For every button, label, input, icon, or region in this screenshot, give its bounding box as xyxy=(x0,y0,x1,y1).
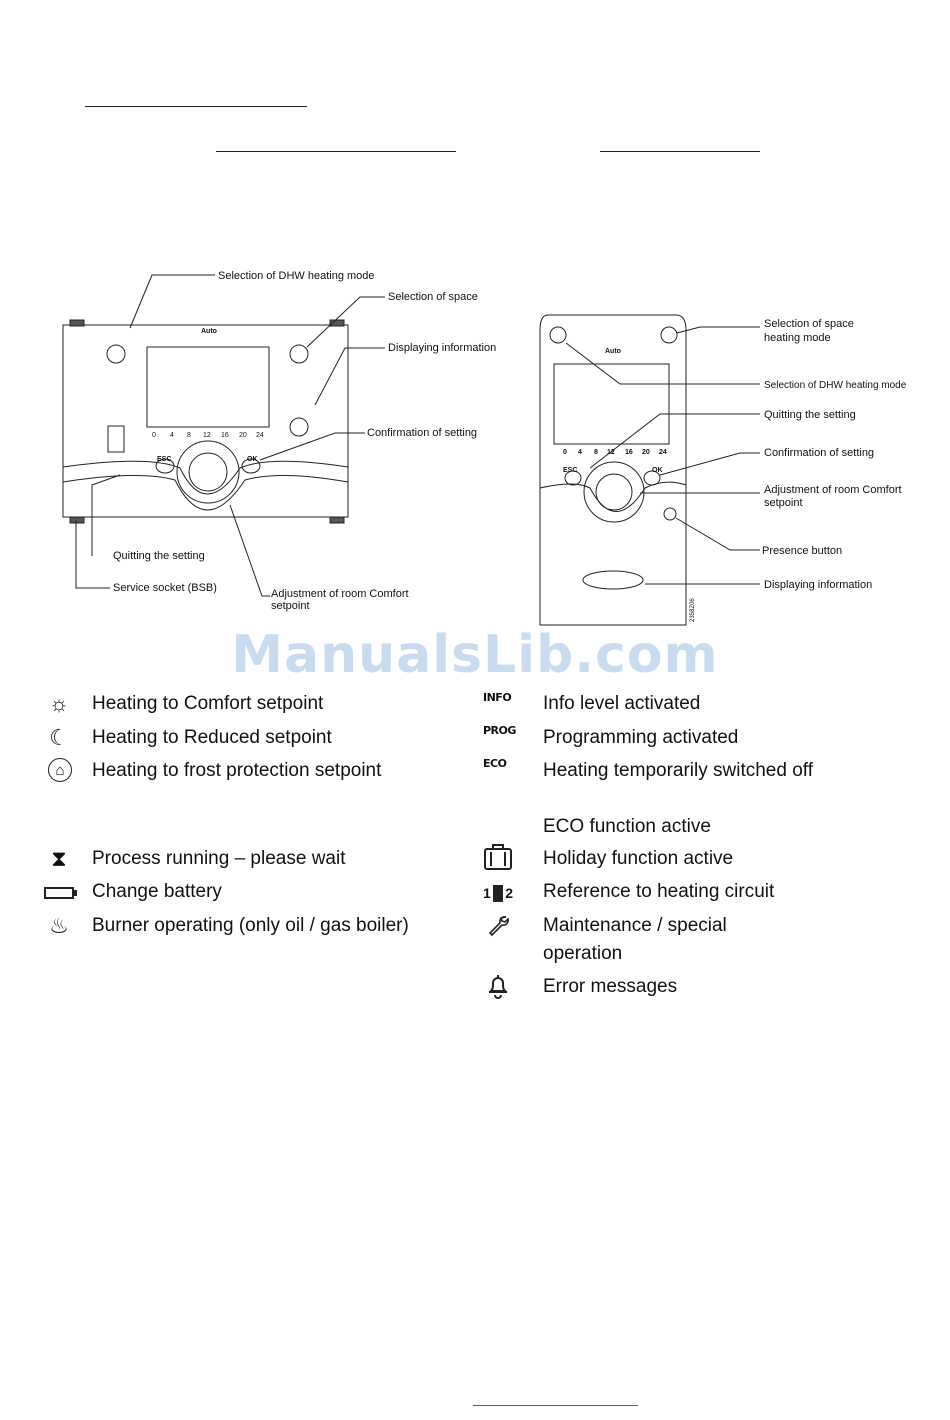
header-rule-1 xyxy=(85,106,307,107)
legend-maintenance: Maintenance / special operation xyxy=(543,915,727,964)
legend-frost: Heating to frost protection setpoint xyxy=(92,760,382,781)
left-info-button xyxy=(289,417,309,437)
watermark: ManualsLib.com xyxy=(231,625,719,685)
legend-comfort: Heating to Comfort setpoint xyxy=(92,693,324,714)
legend-eco: Heating temporarily switched off xyxy=(543,760,813,781)
left-callout-quit: Quitting the setting xyxy=(113,550,205,562)
legend-reduced: Heating to Reduced setpoint xyxy=(92,727,332,748)
right-auto-label: Auto xyxy=(605,348,621,355)
right-callout-quit: Quitting the setting xyxy=(764,409,856,421)
right-callout-space-1: Selection of space xyxy=(764,318,854,330)
right-dhw-button xyxy=(549,326,567,344)
legend-circuit: Reference to heating circuit xyxy=(543,881,775,902)
right-callout-presence: Presence button xyxy=(762,545,842,557)
legend-burner: Burner operating (only oil / gas boiler) xyxy=(92,915,409,936)
svg-text:0: 0 xyxy=(563,449,567,456)
legend-eco-active: ECO function active xyxy=(543,816,711,837)
right-esc-label: ESC xyxy=(563,467,577,474)
right-display xyxy=(553,363,670,445)
eco-tag-icon: ECO xyxy=(483,756,507,770)
legend-info: Info level activated xyxy=(543,693,701,714)
info-tag-icon: INFO xyxy=(483,690,512,704)
moon-icon: ☾ xyxy=(49,725,69,750)
legend-process: Process running – please wait xyxy=(92,848,346,869)
left-callout-info: Displaying information xyxy=(388,342,496,354)
right-dial xyxy=(595,473,633,511)
svg-text:12: 12 xyxy=(203,432,211,439)
right-info-button xyxy=(582,570,644,590)
left-scale: 0 4 8 12 16 20 24 xyxy=(152,432,264,439)
bell-icon xyxy=(483,973,513,999)
right-presence-button xyxy=(663,507,677,521)
sun-icon: ☼ xyxy=(48,691,70,716)
svg-text:8: 8 xyxy=(594,449,598,456)
prog-tag-icon: PROG xyxy=(483,723,516,737)
legend-holiday: Holiday function active xyxy=(543,848,734,869)
svg-text:0: 0 xyxy=(152,432,156,439)
left-space-button xyxy=(289,344,309,364)
battery-icon xyxy=(44,880,77,906)
left-dhw-button xyxy=(106,344,126,364)
header-rule-3 xyxy=(600,151,760,152)
left-dial-ring xyxy=(176,440,240,504)
svg-text:4: 4 xyxy=(578,449,582,456)
right-callout-adjust-1: Adjustment of room Comfort xyxy=(764,484,902,496)
left-unit-body xyxy=(62,324,349,518)
right-ok-label: OK xyxy=(652,467,663,474)
suitcase-icon xyxy=(483,844,513,872)
svg-text:20: 20 xyxy=(642,449,650,456)
right-space-button xyxy=(660,326,678,344)
left-service-socket xyxy=(107,425,125,453)
left-esc-label: ESC xyxy=(157,456,171,463)
frost-house-icon: ⌂ xyxy=(48,758,72,782)
svg-text:12: 12 xyxy=(607,449,615,456)
right-callout-space-2: heating mode xyxy=(764,332,831,344)
right-id-label: 2358Z06 xyxy=(690,598,696,622)
left-callout-space: Selection of space xyxy=(388,291,478,303)
legend-battery: Change battery xyxy=(92,881,222,902)
left-auto-label: Auto xyxy=(201,328,217,335)
left-callout-adjust-2: setpoint xyxy=(271,600,310,612)
svg-text:4: 4 xyxy=(170,432,174,439)
right-dial-ring xyxy=(583,461,645,523)
footer-link[interactable] xyxy=(473,1405,638,1406)
hourglass-icon: ⧗ xyxy=(51,846,67,871)
right-callout-confirm: Confirmation of setting xyxy=(764,447,874,459)
right-callout-dhw: Selection of DHW heating mode xyxy=(764,380,907,391)
header-rule-2 xyxy=(216,151,456,152)
right-callout-info: Displaying information xyxy=(764,579,872,591)
svg-text:20: 20 xyxy=(239,432,247,439)
svg-text:24: 24 xyxy=(659,449,667,456)
left-callout-service: Service socket (BSB) xyxy=(113,582,217,594)
left-callout-dhw: Selection of DHW heating mode xyxy=(218,270,375,282)
right-callout-adjust-2: setpoint xyxy=(764,497,803,509)
left-callout-adjust-1: Adjustment of room Comfort xyxy=(271,588,409,600)
left-ok-label: OK xyxy=(247,456,258,463)
svg-text:8: 8 xyxy=(187,432,191,439)
right-unit-body xyxy=(539,314,687,626)
flame-icon: ♨ xyxy=(49,913,69,938)
left-dial xyxy=(188,452,228,492)
left-callout-confirm: Confirmation of setting xyxy=(367,427,477,439)
controller-diagrams: Auto ESC OK 0 4 8 12 16 20 24 Selection … xyxy=(62,270,907,626)
svg-text:16: 16 xyxy=(625,449,633,456)
wrench-icon xyxy=(483,913,513,939)
svg-text:24: 24 xyxy=(256,432,264,439)
legend-prog: Programming activated xyxy=(543,727,739,748)
legend-error: Error messages xyxy=(543,976,678,997)
left-display xyxy=(146,346,270,428)
svg-text:16: 16 xyxy=(221,432,229,439)
right-scale: 0 4 8 12 16 20 24 xyxy=(563,449,667,456)
